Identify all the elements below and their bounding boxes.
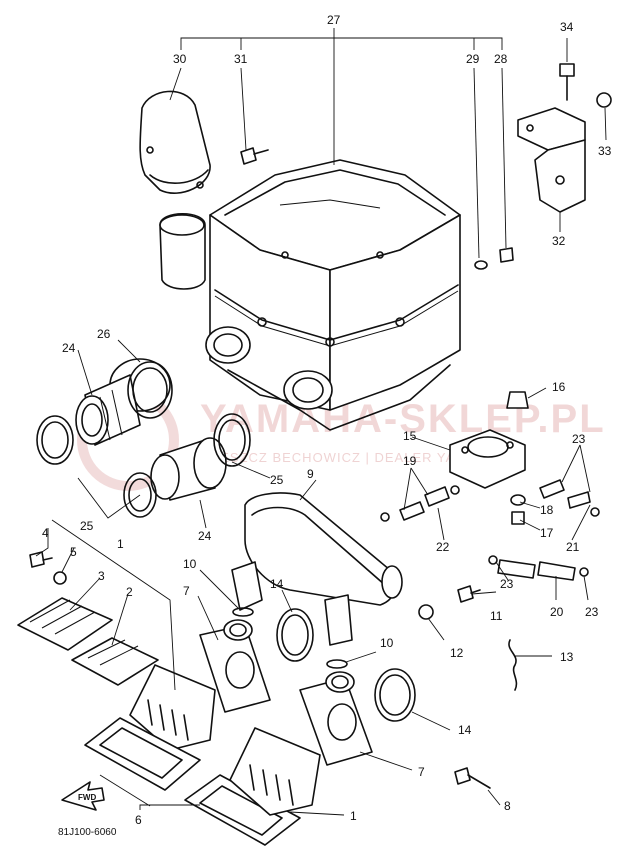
callout-34: 34 bbox=[560, 20, 574, 34]
fuel-pump bbox=[449, 429, 526, 489]
callout-5: 5 bbox=[70, 545, 77, 559]
callout-4: 4 bbox=[42, 526, 49, 540]
washer-29 bbox=[474, 260, 488, 270]
callout-labels: 27 30 31 29 28 34 33 32 26 24 16 15 23 1… bbox=[42, 13, 612, 827]
callout-1-upper: 1 bbox=[117, 537, 124, 551]
top-group-bracket bbox=[180, 28, 503, 50]
intake-silencer bbox=[231, 492, 403, 646]
callout-24-lower: 24 bbox=[198, 529, 212, 543]
callout-15: 15 bbox=[403, 429, 417, 443]
throttle-body-right bbox=[299, 671, 373, 766]
hose-joint-upper bbox=[75, 358, 171, 446]
bolts-small bbox=[29, 551, 491, 789]
leader-lines bbox=[35, 38, 607, 816]
intake-elbow bbox=[139, 90, 211, 194]
o-rings-10 bbox=[232, 607, 348, 669]
fwd-arrow: FWD bbox=[61, 781, 105, 811]
clamps-14 bbox=[276, 608, 416, 722]
callout-1-lower: 1 bbox=[350, 809, 357, 823]
bolt-34 bbox=[559, 63, 575, 101]
hose-joint-lower bbox=[150, 437, 227, 501]
throttle-body-left bbox=[199, 619, 271, 713]
callout-30: 30 bbox=[173, 52, 187, 66]
callout-24-upper: 24 bbox=[62, 341, 76, 355]
callout-10-lower: 10 bbox=[380, 636, 394, 650]
callout-23-mid: 23 bbox=[500, 577, 514, 591]
clamp-26-lower bbox=[213, 413, 251, 467]
callout-18: 18 bbox=[540, 503, 554, 517]
fitting-18 bbox=[510, 494, 526, 506]
reference-code: 81J100-6060 bbox=[58, 827, 117, 838]
callout-13: 13 bbox=[560, 650, 574, 664]
callout-9: 9 bbox=[307, 467, 314, 481]
callout-23-upper: 23 bbox=[572, 432, 586, 446]
air-box bbox=[159, 159, 461, 431]
callout-3: 3 bbox=[98, 569, 105, 583]
callout-7-upper: 7 bbox=[183, 584, 190, 598]
watermark: YAMAHA-SKLEP.PL LESZCZ BECHOWICZ | DEALE… bbox=[77, 389, 606, 491]
fwd-label: FWD bbox=[78, 793, 96, 802]
reed-valve-upper bbox=[17, 597, 216, 751]
callout-32: 32 bbox=[552, 234, 566, 248]
gasket-6 bbox=[84, 717, 301, 846]
callout-16: 16 bbox=[552, 380, 566, 394]
callout-14-upper: 14 bbox=[270, 577, 284, 591]
callout-26: 26 bbox=[97, 327, 111, 341]
clamp-26 bbox=[127, 361, 173, 419]
watermark-site: YAMAHA-SKLEP.PL bbox=[200, 397, 606, 441]
callout-20: 20 bbox=[550, 605, 564, 619]
callout-17: 17 bbox=[540, 526, 554, 540]
hoses-right bbox=[380, 479, 600, 581]
callout-6: 6 bbox=[135, 813, 142, 827]
nut-33 bbox=[596, 92, 612, 108]
bracket-32 bbox=[517, 107, 586, 213]
bolt-31 bbox=[240, 147, 269, 165]
callout-29: 29 bbox=[466, 52, 480, 66]
callout-10-upper: 10 bbox=[183, 557, 197, 571]
cap-16 bbox=[506, 391, 529, 409]
callout-11: 11 bbox=[490, 609, 503, 623]
callout-8: 8 bbox=[504, 799, 511, 813]
reed-valve-lower bbox=[229, 727, 321, 816]
callout-2: 2 bbox=[126, 585, 133, 599]
callout-27: 27 bbox=[327, 13, 341, 27]
fitting-17 bbox=[511, 511, 525, 525]
bolt-28 bbox=[499, 247, 514, 263]
clamp-25-lower bbox=[123, 472, 157, 518]
callout-25-mid: 25 bbox=[270, 473, 284, 487]
callout-23-lower: 23 bbox=[585, 605, 599, 619]
callout-7-lower: 7 bbox=[418, 765, 425, 779]
callout-19: 19 bbox=[403, 454, 417, 468]
clamp-25-left bbox=[36, 415, 74, 465]
spring-clip-13 bbox=[508, 639, 518, 691]
watermark-tagline: LESZCZ BECHOWICZ | DEALER YAMAHA bbox=[212, 450, 497, 465]
callout-25-lower: 25 bbox=[80, 519, 94, 533]
callout-21: 21 bbox=[566, 540, 580, 554]
callout-28: 28 bbox=[494, 52, 508, 66]
callout-14-lower: 14 bbox=[458, 723, 472, 737]
callout-33: 33 bbox=[598, 144, 612, 158]
callout-22: 22 bbox=[436, 540, 450, 554]
callout-31: 31 bbox=[234, 52, 248, 66]
callout-12: 12 bbox=[450, 646, 464, 660]
